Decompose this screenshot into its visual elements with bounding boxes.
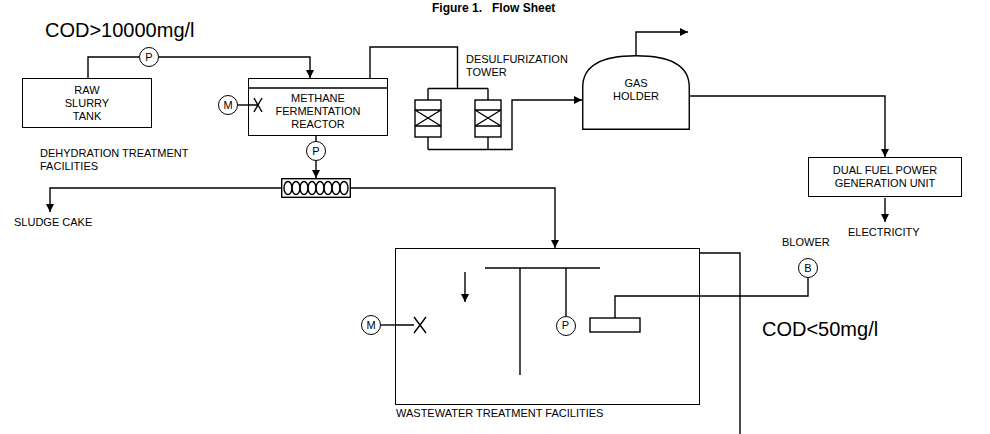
tank-box: RAW SLURRY TANK <box>22 78 152 128</box>
press-casing <box>282 179 351 198</box>
baffle-line <box>485 267 600 268</box>
node-text: B <box>804 262 811 275</box>
pump-symbol: P <box>306 141 326 161</box>
pipe-connector <box>381 324 395 325</box>
screw-flight <box>340 182 348 195</box>
treatment-tank: WASTEWATER TREATMENT FACILITIESP <box>395 248 700 405</box>
pipe-connector <box>351 188 555 248</box>
gas-holder: GAS HOLDER <box>582 55 690 130</box>
node-text: GAS HOLDER <box>605 77 667 103</box>
motor-symbol: M <box>361 315 381 335</box>
equipment-label: BLOWER <box>782 236 830 248</box>
pipe-connector <box>315 161 316 178</box>
pipe-connector <box>159 57 310 78</box>
node-text: DESULFURIZATION TOWER <box>466 53 591 79</box>
screw-press-outline <box>281 178 351 198</box>
electricity-arrow <box>884 198 885 222</box>
node-text: METHANE FERMENTATION REACTOR <box>253 92 383 131</box>
motor-symbol: M <box>218 95 238 115</box>
node-text: DEHYDRATION TREATMENT FACILITIES <box>40 147 245 173</box>
gas-vent-arrow <box>636 32 688 55</box>
blower-symbol: B <box>798 258 818 278</box>
mixer-impeller <box>248 98 262 112</box>
tower-unit: DESULFURIZATION TOWER <box>410 88 505 150</box>
pipe-connector <box>88 57 139 78</box>
pump-pipe <box>565 268 566 316</box>
figure-title: Figure 1. Flow Sheet <box>432 1 555 15</box>
air-diffuser <box>590 318 640 332</box>
reactor-box: METHANE FERMENTATION REACTOR <box>248 78 388 136</box>
screw-flight <box>300 182 308 195</box>
baffle-wall <box>519 268 520 375</box>
pipe-connector <box>700 278 808 296</box>
tower-vessel <box>415 100 441 137</box>
screw-flight <box>324 182 332 195</box>
node-text: P <box>562 319 569 332</box>
sludge-outlet-arrow <box>50 188 281 212</box>
flow-arrow <box>464 272 465 302</box>
pump-symbol: P <box>556 316 576 336</box>
screw-flight <box>292 182 300 195</box>
pipe-connector <box>690 96 885 157</box>
screw-press: DEHYDRATION TREATMENT FACILITIES <box>281 178 351 198</box>
tower-vessel <box>475 100 501 137</box>
node-text: DUAL FUEL POWER GENERATION UNIT <box>815 164 955 190</box>
packing-bed <box>415 110 441 126</box>
generator-box: DUAL FUEL POWER GENERATION UNIT <box>808 157 962 197</box>
output-label: SLUDGE CAKE <box>14 216 92 228</box>
effluent-pipe <box>700 253 740 434</box>
pump-symbol: P <box>139 47 159 67</box>
node-text: P <box>312 145 319 158</box>
screw-flight <box>332 182 340 195</box>
node-text: P <box>145 51 152 64</box>
node-text: WASTEWATER TREATMENT FACILITIES <box>396 407 696 420</box>
pipe-connector <box>238 104 248 105</box>
air-pipe <box>615 296 700 318</box>
screw-flight <box>308 182 316 195</box>
node-text: M <box>223 99 232 112</box>
pipe-connector <box>370 47 458 88</box>
output-label: ELECTRICITY <box>848 226 920 238</box>
pipe-connector <box>505 100 582 150</box>
mixer-impeller <box>395 317 426 333</box>
node-text: RAW SLURRY TANK <box>52 84 122 123</box>
packing-bed <box>475 110 501 126</box>
gas-holder-dome <box>583 56 690 130</box>
screw-flight <box>284 182 292 195</box>
screw-flight <box>316 182 324 195</box>
node-text: M <box>366 319 375 332</box>
cod-inlet-label: COD>10000mg/l <box>45 19 195 42</box>
liquid-level-line <box>249 87 387 88</box>
tower-unit-outline <box>410 88 505 150</box>
cod-outlet-label: COD<50mg/l <box>762 318 878 341</box>
